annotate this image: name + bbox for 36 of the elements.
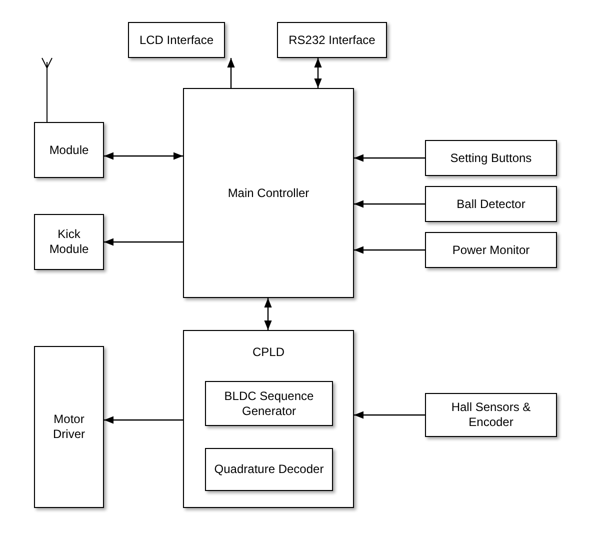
block-box — [183, 88, 354, 298]
block-box — [425, 140, 557, 176]
arrow — [354, 246, 425, 254]
block-label: Power Monitor — [452, 242, 530, 258]
arrow — [227, 58, 235, 88]
block-box — [425, 232, 557, 268]
arrow — [104, 152, 183, 160]
arrow — [354, 154, 425, 162]
block-label: CPLD — [252, 345, 284, 360]
block-label: LCD Interface — [139, 32, 214, 48]
block-box — [34, 214, 104, 270]
arrow — [104, 416, 183, 424]
block-label: Module — [49, 142, 89, 158]
arrow — [314, 58, 322, 88]
block-label: RS232 Interface — [288, 32, 376, 48]
group-box — [183, 330, 354, 508]
arrow — [264, 298, 272, 330]
block-box — [205, 381, 333, 426]
arrow — [354, 411, 425, 419]
block-label: Setting Buttons — [450, 150, 532, 166]
block-box — [205, 448, 333, 491]
block-label: Quadrature Decoder — [214, 462, 324, 477]
block-label: Main Controller — [228, 186, 310, 200]
block-box — [425, 186, 557, 222]
block-box — [277, 22, 387, 58]
block-label: Motor Driver — [52, 412, 86, 442]
block-label: Kick Module — [48, 227, 90, 257]
block-label: BLDC Sequence Generator — [223, 388, 315, 418]
block-box — [425, 393, 557, 437]
block-box — [128, 22, 225, 58]
block-label: Hall Sensors & Encoder — [450, 400, 532, 430]
arrow — [354, 200, 425, 208]
block-box — [34, 122, 104, 178]
arrow — [104, 238, 183, 246]
block-box — [34, 346, 104, 508]
block-label: Ball Detector — [456, 196, 526, 212]
